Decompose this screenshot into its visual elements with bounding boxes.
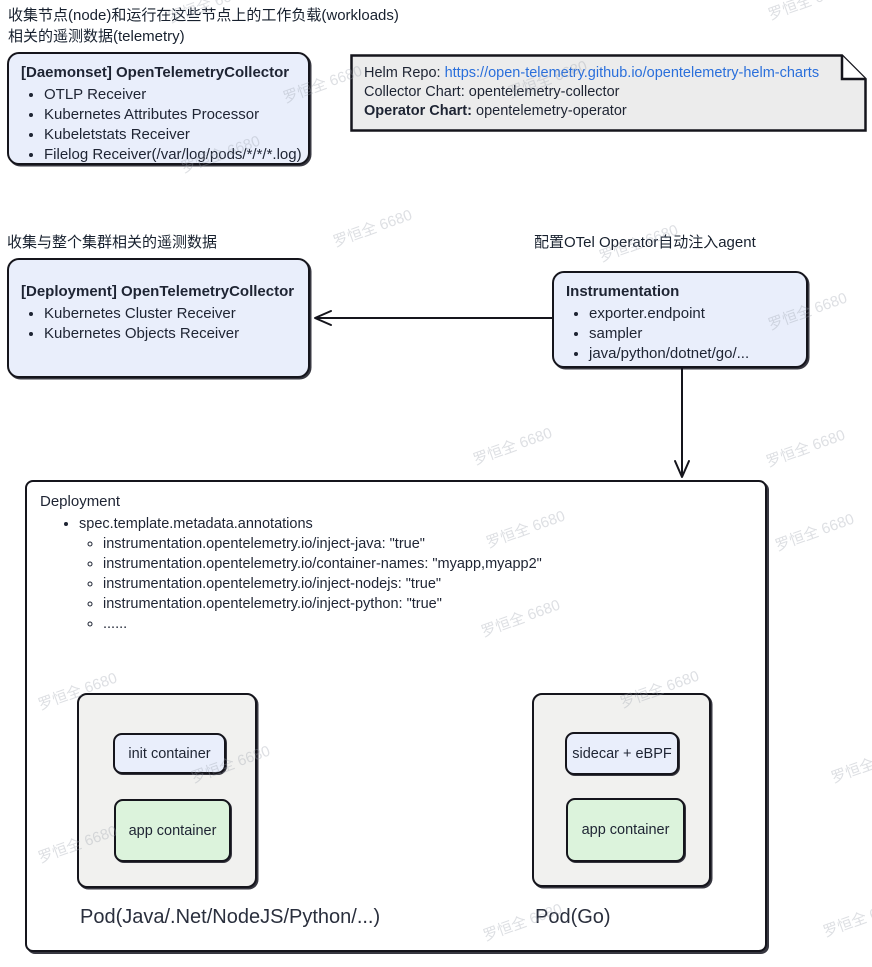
collector-chart-line: Collector Chart: opentelemetry-collector [364, 83, 853, 102]
pod-go-label: Pod(Go) [535, 906, 611, 928]
app-container-box[interactable]: app container [114, 799, 231, 862]
watermark-text: 罗恒全 6680 [829, 743, 872, 787]
instrumentation-title: Instrumentation [566, 283, 680, 300]
operator-chart-value: opentelemetry-operator [476, 103, 627, 119]
deployment-annotations-list: spec.template.metadata.annotations instr… [27, 514, 765, 634]
init-container-box[interactable]: init container [113, 733, 226, 774]
watermark-text: 罗恒全 6680 [821, 896, 872, 941]
daemonset-collector-list: OTLP Receiver Kubernetes Attributes Proc… [21, 85, 302, 165]
deployment-collector-list: Kubernetes Cluster Receiver Kubernetes O… [21, 304, 296, 344]
helm-repo-label: Helm Repo: [364, 65, 445, 81]
deployment-frame-title: Deployment [40, 493, 121, 510]
list-item: instrumentation.opentelemetry.io/inject-… [103, 594, 765, 614]
pod-go-box[interactable]: sidecar + eBPF app container [532, 693, 711, 887]
helm-repo-line: Helm Repo: https://open-telemetry.github… [364, 64, 853, 83]
list-item: instrumentation.opentelemetry.io/contain… [103, 554, 765, 574]
watermark-text: 罗恒全 6680 [331, 206, 415, 251]
arrowhead-down [674, 460, 690, 478]
list-item: OTLP Receiver [44, 85, 296, 105]
list-item: java/python/dotnet/go/... [589, 344, 794, 364]
helm-repo-link[interactable]: https://open-telemetry.github.io/opentel… [444, 65, 820, 81]
pod-java-box[interactable]: init container app container [77, 693, 257, 888]
list-item: instrumentation.opentelemetry.io/inject-… [103, 534, 765, 554]
list-item: ...... [103, 614, 765, 634]
list-item: Kubeletstats Receiver [44, 125, 296, 145]
arrowhead-left [314, 310, 332, 326]
list-item: spec.template.metadata.annotations instr… [79, 514, 765, 634]
daemonset-collector-title: [Daemonset] OpenTelemetryCollector [21, 64, 290, 81]
operator-chart-label: Operator Chart: [364, 103, 476, 119]
list-item: exporter.endpoint [589, 304, 794, 324]
list-item: Kubernetes Objects Receiver [44, 324, 296, 344]
app-container-box[interactable]: app container [566, 798, 685, 862]
list-item: sampler [589, 324, 794, 344]
collector-chart-label: Collector Chart: [364, 84, 469, 100]
folded-corner-icon [840, 55, 866, 81]
list-item: Filelog Receiver(/var/log/pods/*/*/*.log… [44, 145, 302, 165]
top-heading-line2: 相关的遥测数据(telemetry) [8, 28, 185, 45]
daemonset-collector-box[interactable]: [Daemonset] OpenTelemetryCollector OTLP … [7, 52, 310, 165]
top-heading: 收集节点(node)和运行在这些节点上的工作负载(workloads) 相关的遥… [8, 5, 399, 47]
deployment-frame[interactable]: Deployment spec.template.metadata.annota… [25, 480, 767, 952]
watermark-text: 罗恒全 6680 [773, 510, 857, 555]
pod-java-label: Pod(Java/.Net/NodeJS/Python/...) [80, 906, 381, 928]
deployment-collector-box[interactable]: [Deployment] OpenTelemetryCollector Kube… [7, 258, 310, 378]
collector-chart-value: opentelemetry-collector [468, 84, 620, 100]
list-item: instrumentation.opentelemetry.io/inject-… [103, 574, 765, 594]
watermark-text: 罗恒全 6680 [471, 424, 555, 469]
note-shape [350, 54, 867, 132]
instrumentation-box[interactable]: Instrumentation exporter.endpoint sample… [552, 271, 808, 368]
cluster-telemetry-label: 收集与整个集群相关的遥测数据 [7, 234, 218, 251]
operator-chart-line: Operator Chart: opentelemetry-operator [364, 102, 853, 121]
helm-note: Helm Repo: https://open-telemetry.github… [350, 54, 867, 132]
list-item: Kubernetes Attributes Processor [44, 105, 296, 125]
sidecar-ebpf-container-box[interactable]: sidecar + eBPF [565, 732, 679, 775]
otel-operator-label: 配置OTel Operator自动注入agent [534, 234, 756, 251]
annotations-bullet: spec.template.metadata.annotations [79, 516, 313, 532]
list-item: Kubernetes Cluster Receiver [44, 304, 296, 324]
deployment-collector-title: [Deployment] OpenTelemetryCollector [21, 283, 295, 300]
watermark-text: 罗恒全 6680 [766, 0, 850, 24]
annotations-sublist: instrumentation.opentelemetry.io/inject-… [79, 534, 765, 634]
watermark-text: 罗恒全 6680 [764, 426, 848, 471]
helm-note-content: Helm Repo: https://open-telemetry.github… [350, 54, 867, 131]
instrumentation-list: exporter.endpoint sampler java/python/do… [566, 304, 794, 364]
top-heading-line1: 收集节点(node)和运行在这些节点上的工作负载(workloads) [8, 7, 399, 24]
